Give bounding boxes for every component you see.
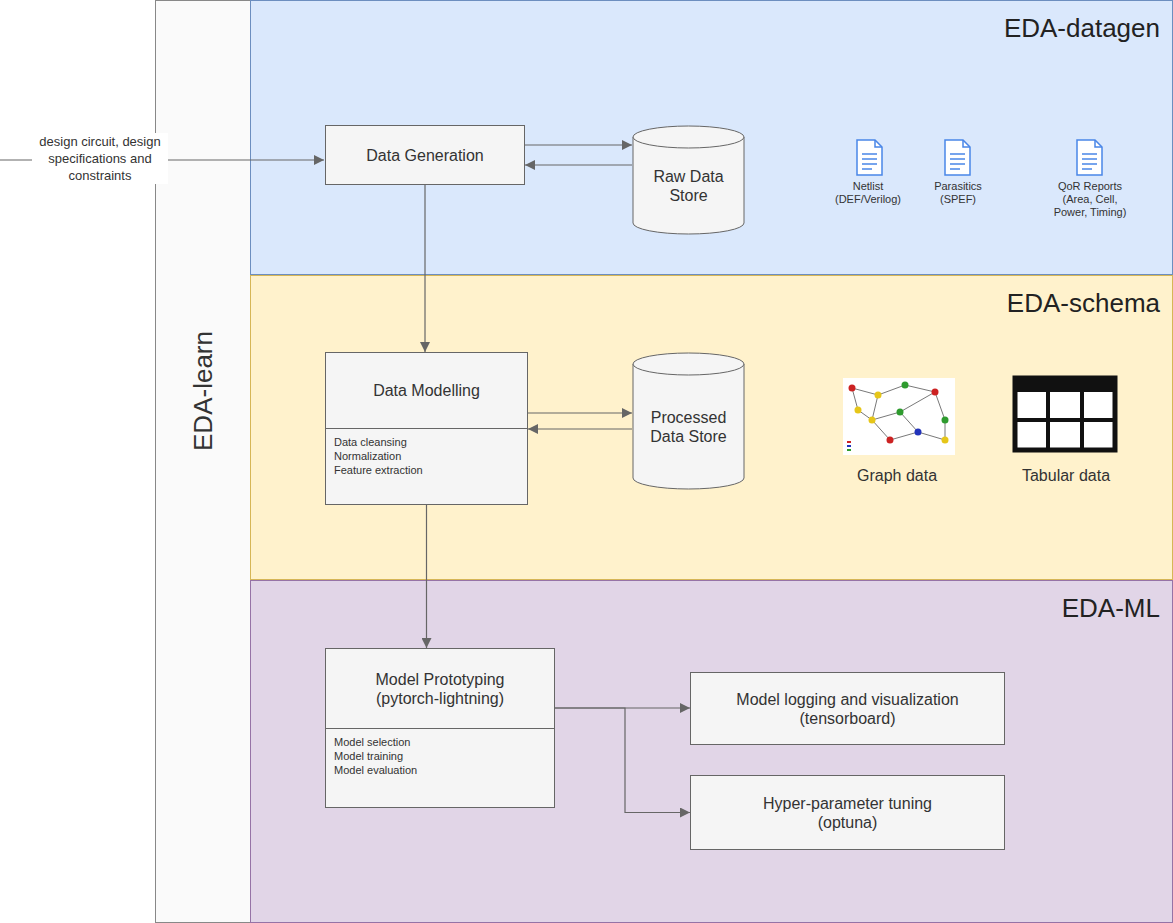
- flow-arrow: [424, 185, 425, 352]
- input-label: design circuit, design specifications an…: [32, 133, 168, 184]
- data-store: Raw Data Store: [632, 125, 745, 235]
- step-item: Data cleansing: [334, 435, 519, 449]
- process-box: Data Generation: [325, 125, 525, 185]
- step-item: Feature extraction: [334, 463, 519, 477]
- flow-arrow: [528, 412, 632, 413]
- flow-arrow: [555, 708, 690, 813]
- step-item: Model training: [334, 749, 546, 763]
- box-heading: Data Modelling: [373, 381, 480, 400]
- layer-band: Data ModellingData cleansingNormalizatio…: [250, 275, 1173, 580]
- process-box: Data ModellingData cleansingNormalizatio…: [325, 352, 528, 505]
- flow-arrow: [528, 428, 632, 429]
- flow-arrow: [525, 144, 632, 145]
- band-title: EDA-ML: [1062, 593, 1160, 623]
- step-item: Normalization: [334, 449, 519, 463]
- box-label: Data Generation: [366, 146, 483, 165]
- data-label: Tabular data: [996, 466, 1136, 485]
- box-label: Hyper-parameter tuning (optuna): [748, 794, 948, 832]
- step-item: Model evaluation: [334, 763, 546, 777]
- file-label-box: Netlist (DEF/Verilog): [828, 180, 908, 206]
- file-label: QoR Reports (Area, Cell, Power, Timing): [1045, 180, 1135, 219]
- data-label: Graph data: [827, 466, 967, 485]
- store-label: Processed Data Store: [641, 408, 736, 446]
- data-label-box: Graph data: [827, 466, 967, 485]
- box-label: Model logging and visualization (tensorb…: [718, 690, 978, 728]
- tool-box: Model logging and visualization (tensorb…: [690, 672, 1005, 745]
- layer-band: Data GenerationRaw Data Store EDA-datagen: [250, 0, 1173, 275]
- file-label: Parasitics (SPEF): [918, 180, 998, 206]
- band-title: EDA-schema: [1007, 288, 1160, 318]
- data-store: Processed Data Store: [632, 352, 745, 490]
- file-label-box: Parasitics (SPEF): [918, 180, 998, 206]
- process-box: Model Prototyping (pytorch-lightning) Mod…: [325, 648, 555, 808]
- document-icon: [945, 140, 970, 175]
- layer-band: Model Prototyping (pytorch-lightning) Mod…: [250, 580, 1173, 923]
- data-label-box: Tabular data: [996, 466, 1136, 485]
- frame-title: EDA-learn: [188, 331, 218, 451]
- document-icon: [857, 140, 882, 175]
- flow-arrow: [525, 164, 632, 165]
- table-icon: [1015, 378, 1115, 450]
- input-label-box: design circuit, design specifications an…: [32, 133, 168, 184]
- document-icon: [1077, 140, 1102, 175]
- store-label: Raw Data Store: [644, 167, 734, 205]
- tool-box: Hyper-parameter tuning (optuna): [690, 775, 1005, 850]
- step-item: Model selection: [334, 735, 546, 749]
- file-label-box: QoR Reports (Area, Cell, Power, Timing): [1045, 180, 1135, 219]
- outer-frame: Data GenerationRaw Data Store EDA-datagen…: [155, 0, 1173, 923]
- flow-arrow: [426, 505, 427, 648]
- box-heading: Model Prototyping (pytorch-lightning): [355, 670, 525, 708]
- graph-illustration: [843, 378, 955, 455]
- flow-arrow: [555, 707, 690, 708]
- band-title: EDA-datagen: [1004, 13, 1160, 43]
- file-label: Netlist (DEF/Verilog): [828, 180, 908, 206]
